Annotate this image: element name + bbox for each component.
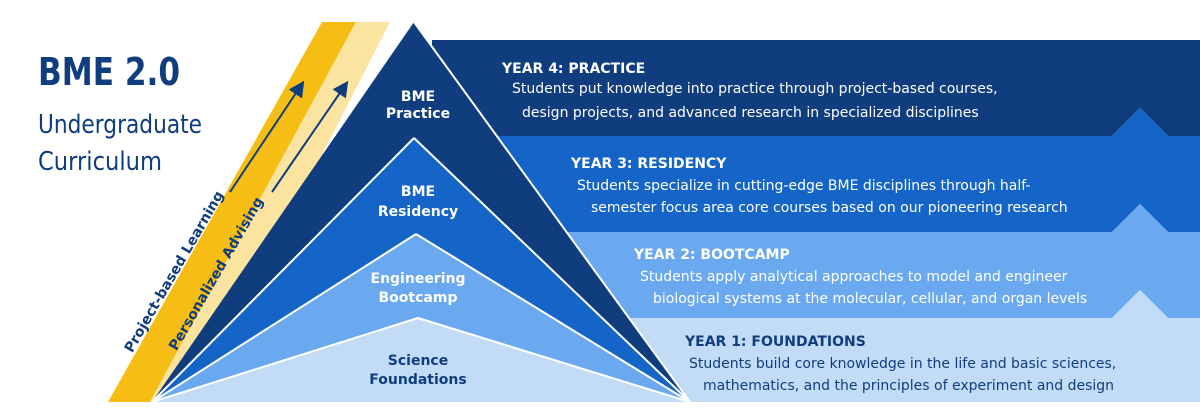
outline-line	[415, 233, 691, 403]
arrow-up-icon	[271, 80, 349, 193]
level-bootcamp-line1: Engineering	[371, 271, 466, 287]
year2-desc-line1: Students apply analytical approaches to …	[640, 269, 1068, 285]
level-practice-line1: BME	[401, 89, 435, 105]
year3-heading: YEAR 3: RESIDENCY	[570, 156, 727, 172]
year4-desc-line2: design projects, and advanced research i…	[522, 105, 979, 121]
outline-line	[413, 137, 691, 403]
year1-desc-line2: mathematics, and the principles of exper…	[703, 378, 1114, 394]
year1-desc-line1: Students build core knowledge in the lif…	[689, 356, 1116, 372]
outline-line	[417, 317, 691, 403]
year2-desc-line2: biological systems at the molecular, cel…	[653, 291, 1087, 307]
outline-line	[151, 137, 415, 403]
level-foundations-line1: Science	[388, 353, 448, 369]
foundations-pyramid	[152, 318, 690, 402]
title-line1: Undergraduate	[38, 110, 202, 140]
arrow-up-icon	[229, 80, 305, 193]
year1-heading: YEAR 1: FOUNDATIONS	[684, 334, 866, 350]
year3-desc-line2: semester focus area core courses based o…	[591, 200, 1068, 216]
level-bootcamp-line2: Bootcamp	[379, 290, 458, 306]
title-main: BME 2.0	[38, 50, 180, 94]
level-foundations-line2: Foundations	[369, 372, 466, 388]
year4-desc-line1: Students put knowledge into practice thr…	[512, 81, 998, 97]
year4-band	[432, 40, 1200, 136]
year2-band	[432, 204, 1200, 318]
year3-band	[432, 108, 1200, 232]
year3-desc-line1: Students specialize in cutting-edge BME …	[577, 178, 1030, 194]
outline-line	[151, 317, 419, 403]
outline-line	[151, 233, 417, 403]
year4-heading: YEAR 4: PRACTICE	[501, 61, 645, 77]
project-based-learning-strip	[108, 22, 356, 402]
level-residency-line1: BME	[401, 184, 435, 200]
personalized-advising-strip	[150, 22, 390, 402]
title-line2: Curriculum	[38, 147, 162, 177]
outline-line	[413, 21, 691, 403]
level-practice-line2: Practice	[386, 106, 450, 122]
level-residency-line2: Residency	[378, 204, 458, 220]
year2-heading: YEAR 2: BOOTCAMP	[633, 247, 790, 263]
